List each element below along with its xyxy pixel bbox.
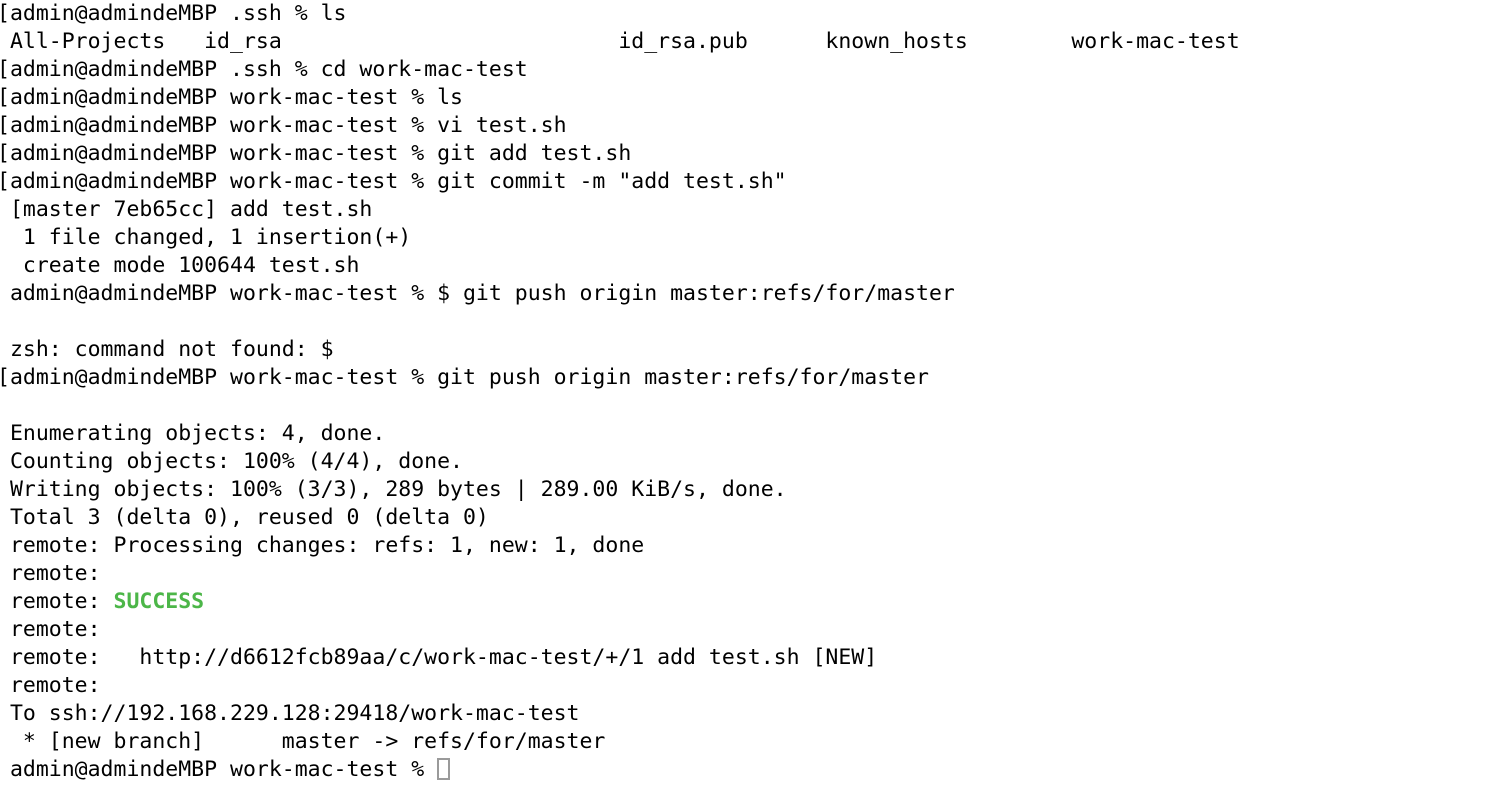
terminal-line (0, 308, 1496, 336)
terminal-line: zsh: command not found: $ (0, 336, 1496, 364)
prompt-text: admin@admindeMBP work-mac-test % $ git p… (0, 281, 955, 306)
terminal-line: [admin@admindeMBP work-mac-test % vi tes… (0, 112, 1496, 140)
terminal-line (0, 392, 1496, 420)
terminal-line: create mode 100644 test.sh (0, 252, 1496, 280)
prompt-text: admin@admindeMBP work-mac-test % (0, 757, 438, 782)
output-text: remote: (0, 561, 114, 586)
output-text: Enumerating objects: 4, done. (0, 421, 386, 446)
terminal-line: [admin@admindeMBP work-mac-test % ls (0, 84, 1496, 112)
terminal-line: [admin@admindeMBP .ssh % cd work-mac-tes… (0, 56, 1496, 84)
prompt-text: [admin@admindeMBP work-mac-test % git co… (0, 169, 787, 194)
output-text: 1 file changed, 1 insertion(+) (0, 225, 412, 250)
terminal-line: admin@admindeMBP work-mac-test % $ git p… (0, 280, 1496, 308)
output-text: All-Projects id_rsa id_rsa.pub known_hos… (0, 29, 1240, 54)
terminal-line: All-Projects id_rsa id_rsa.pub known_hos… (0, 28, 1496, 56)
terminal-line: [admin@admindeMBP work-mac-test % git pu… (0, 364, 1496, 392)
output-text: create mode 100644 test.sh (0, 253, 360, 278)
status-badge: SUCCESS (113, 589, 205, 614)
output-text: remote: (0, 673, 114, 698)
terminal-line: [admin@admindeMBP .ssh % ls (0, 0, 1496, 28)
terminal-line: * [new branch] master -> refs/for/master (0, 728, 1496, 756)
prompt-text: [admin@admindeMBP .ssh % ls (0, 1, 347, 26)
terminal-line: Writing objects: 100% (3/3), 289 bytes |… (0, 476, 1496, 504)
remote-prefix: remote: (0, 589, 114, 614)
output-text: * [new branch] master -> refs/for/master (0, 729, 606, 754)
prompt-text: [admin@admindeMBP work-mac-test % git pu… (0, 365, 929, 390)
output-text: Writing objects: 100% (3/3), 289 bytes |… (0, 477, 787, 502)
terminal-line: 1 file changed, 1 insertion(+) (0, 224, 1496, 252)
prompt-text: [admin@admindeMBP work-mac-test % vi tes… (0, 113, 567, 138)
terminal-line: Counting objects: 100% (4/4), done. (0, 448, 1496, 476)
text-cursor[interactable] (437, 758, 451, 780)
terminal-line: remote: Processing changes: refs: 1, new… (0, 532, 1496, 560)
terminal-line: remote: http://d6612fcb89aa/c/work-mac-t… (0, 644, 1496, 672)
output-text: remote: http://d6612fcb89aa/c/work-mac-t… (0, 645, 878, 670)
output-text: remote: Processing changes: refs: 1, new… (0, 533, 645, 558)
terminal-line: Total 3 (delta 0), reused 0 (delta 0) (0, 504, 1496, 532)
prompt-text: [admin@admindeMBP work-mac-test % git ad… (0, 141, 632, 166)
output-text: remote: (0, 617, 114, 642)
terminal-line: [admin@admindeMBP work-mac-test % git ad… (0, 140, 1496, 168)
terminal-line: remote: SUCCESS (0, 588, 1496, 616)
prompt-text: [admin@admindeMBP work-mac-test % ls (0, 85, 463, 110)
terminal-line: remote: (0, 672, 1496, 700)
output-text: Total 3 (delta 0), reused 0 (delta 0) (0, 505, 489, 530)
output-text: To ssh://192.168.229.128:29418/work-mac-… (0, 701, 580, 726)
output-text: Counting objects: 100% (4/4), done. (0, 449, 463, 474)
terminal-line: admin@admindeMBP work-mac-test % (0, 756, 1496, 784)
terminal-line: [admin@admindeMBP work-mac-test % git co… (0, 168, 1496, 196)
terminal-line: remote: (0, 616, 1496, 644)
terminal-line: Enumerating objects: 4, done. (0, 420, 1496, 448)
output-text: zsh: command not found: $ (0, 337, 334, 362)
prompt-text: [admin@admindeMBP .ssh % cd work-mac-tes… (0, 57, 528, 82)
terminal-line: remote: (0, 560, 1496, 588)
terminal-line: [master 7eb65cc] add test.sh (0, 196, 1496, 224)
terminal-line: To ssh://192.168.229.128:29418/work-mac-… (0, 700, 1496, 728)
output-text: [master 7eb65cc] add test.sh (0, 197, 373, 222)
